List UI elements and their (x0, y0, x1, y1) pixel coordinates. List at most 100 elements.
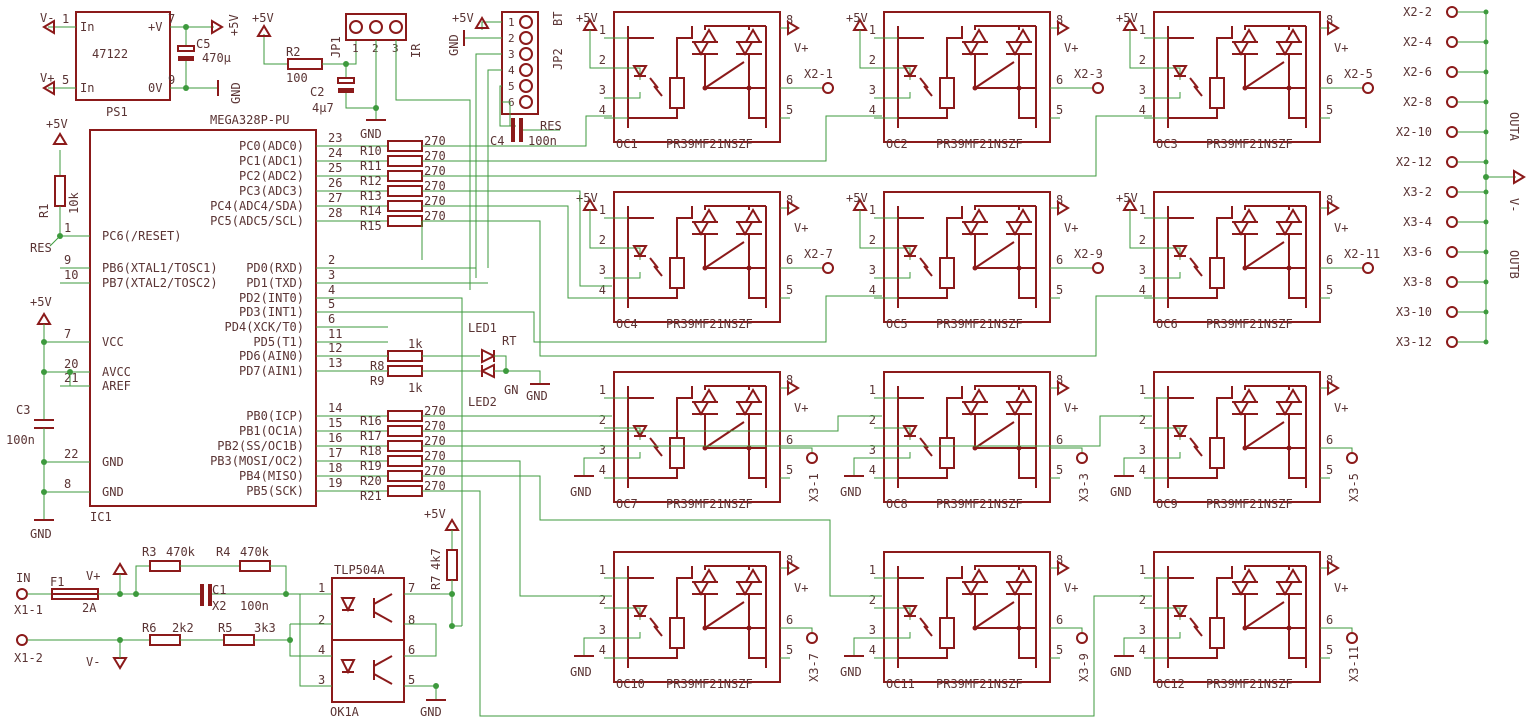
relay-part: PR39MF21NSZF (666, 137, 753, 151)
r9-value: 1k (408, 381, 423, 395)
net-5v-ok: +5V (424, 507, 446, 521)
resistor-name: R20 (360, 474, 382, 488)
resistor-name: R15 (360, 219, 382, 233)
vplus-arrow-icon (787, 200, 800, 216)
gnd-wire (1123, 457, 1144, 476)
ps1-pin-in2: In (80, 81, 94, 95)
supply-wire (859, 210, 874, 249)
mcu-right-pin-name: PC3(ADC3) (239, 184, 304, 198)
relay-symbol (867, 371, 1065, 503)
relay-vplus-label: V+ (1064, 221, 1078, 235)
mcu-right-pin-name: PD4(XCK/T0) (225, 320, 304, 334)
relay-vplus-label: V+ (794, 221, 808, 235)
connector-pad[interactable] (1446, 126, 1458, 138)
connector-pad[interactable] (1446, 276, 1458, 288)
svg-text:1: 1 (318, 581, 325, 595)
mcu-right-pin-num: 24 (328, 146, 342, 160)
relay-gnd-label: GND (570, 485, 592, 499)
connector-pad[interactable] (1446, 36, 1458, 48)
connector-pad[interactable] (1446, 156, 1458, 168)
relay-vplus-label: V+ (794, 401, 808, 415)
net-gnd-ok: GND (420, 705, 442, 719)
connector-pad[interactable] (1446, 6, 1458, 18)
mcu-right-pin-num: 18 (328, 461, 342, 475)
relay-symbol (1137, 371, 1335, 503)
output-pad[interactable] (806, 452, 818, 464)
resistor-name: R10 (360, 144, 382, 158)
mcu-right-pin-name: PD6(AIN0) (239, 349, 304, 363)
vplus-arrow-icon (1327, 560, 1340, 576)
output-pad[interactable] (822, 82, 834, 94)
mcu-right-pin-name: PD7(AIN1) (239, 364, 304, 378)
resistor-body (387, 410, 423, 422)
net-gnd-ir: GND (360, 127, 382, 141)
output-pad[interactable] (1092, 82, 1104, 94)
resistor-body (387, 170, 423, 182)
c4-net: RES (540, 119, 562, 133)
svg-text:8: 8 (408, 613, 415, 627)
relay-5v-label: +5V (576, 191, 598, 205)
resistor-name: R14 (360, 204, 382, 218)
output-pad[interactable] (822, 262, 834, 274)
connector-outb-label: X3-10 (1396, 305, 1432, 319)
relay-gnd-label: GND (1110, 665, 1132, 679)
junction (1483, 339, 1489, 345)
output-pad[interactable] (1346, 632, 1358, 644)
vplus-arrow-icon (1057, 560, 1070, 576)
output-pad[interactable] (1076, 632, 1088, 644)
mcu-right-pin-name: PB3(MOSI/OC2) (210, 454, 304, 468)
connector-pad[interactable] (1446, 306, 1458, 318)
output-pad[interactable] (806, 632, 818, 644)
connector-pad[interactable] (1446, 336, 1458, 348)
resistor-name: R18 (360, 444, 382, 458)
mcu-left-pin-name: PC6(/RESET) (102, 229, 181, 243)
connector-outa-label: X2-4 (1403, 35, 1432, 49)
mcu-right-pin-num: 11 (328, 327, 342, 341)
c4-value: 100n (528, 134, 557, 148)
gnd-wire (583, 457, 604, 476)
mcu-right-pin-num: 25 (328, 161, 342, 175)
input-section: IN X1-1 X1-2 F1 2A V+ R3 470k R4 470k C1… (14, 297, 463, 719)
resistor-name: R13 (360, 189, 382, 203)
connector-pad[interactable] (1446, 216, 1458, 228)
mcu-right-pin-num: 12 (328, 341, 342, 355)
in-label: IN (16, 571, 30, 585)
relay-vplus-label: V+ (794, 41, 808, 55)
relay-output-label: X2-11 (1344, 247, 1380, 261)
output-pad[interactable] (1346, 452, 1358, 464)
relay-part: PR39MF21NSZF (936, 317, 1023, 331)
output-pad[interactable] (1362, 82, 1374, 94)
vplus-arrow-icon (1057, 380, 1070, 396)
ps1-part: 47122 (92, 47, 128, 61)
r8-name: R8 (370, 359, 384, 373)
relay-symbol (1137, 11, 1335, 143)
mcu-right-pin-num: 19 (328, 476, 342, 490)
r3-name: R3 (142, 545, 156, 559)
connector-pad[interactable] (1446, 186, 1458, 198)
r6-value: 2k2 (172, 621, 194, 635)
led1-name: LED1 (468, 321, 497, 335)
c2-name: C2 (310, 85, 324, 99)
resistor-name: R16 (360, 414, 382, 428)
output-pad[interactable] (1092, 262, 1104, 274)
relay-symbol (597, 551, 795, 683)
supply-wire (589, 210, 604, 249)
relay-part: PR39MF21NSZF (666, 677, 753, 691)
junction (1483, 249, 1489, 255)
connector-pad[interactable] (1446, 246, 1458, 258)
resistor-value: 270 (424, 164, 446, 178)
connector-pad[interactable] (1446, 66, 1458, 78)
output-pad[interactable] (1362, 262, 1374, 274)
relay-5v-label: +5V (1116, 11, 1138, 25)
resistor-body (387, 485, 423, 497)
connector-pad[interactable] (1446, 96, 1458, 108)
output-connector: OUTA OUTB V- X2-2X2-4X2-6X2-8X2-10X2-12X… (1396, 5, 1526, 349)
mcu-right-pin-name: PD3(INT1) (239, 305, 304, 319)
mcu-right-pin-num: 15 (328, 416, 342, 430)
output-pad[interactable] (1076, 452, 1088, 464)
resistor-value: 270 (424, 434, 446, 448)
